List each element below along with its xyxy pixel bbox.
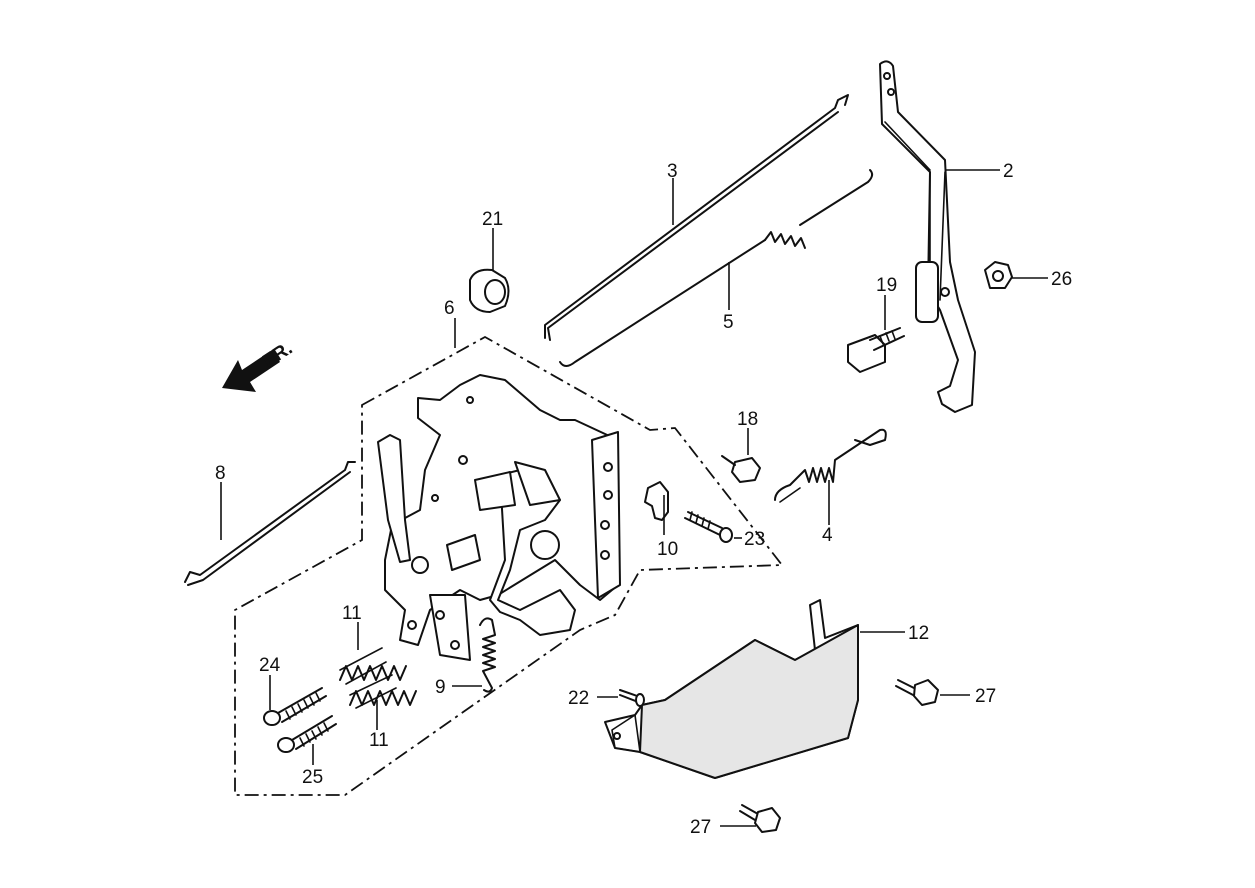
callout-3: 3: [667, 161, 678, 182]
callout-9: 9: [435, 677, 446, 698]
front-direction-arrow: FR.: [222, 338, 296, 392]
part-2-lever: [879, 60, 976, 413]
part-27-bolt-bottom: [739, 804, 781, 833]
part-5-rod-spring: [559, 169, 874, 367]
part-3-rod: [544, 94, 849, 341]
callout-8: 8: [215, 463, 226, 484]
leader-lines: [220, 169, 1048, 827]
callout-10: 10: [657, 539, 678, 560]
part-21-clamp: [469, 268, 510, 313]
assembly-outline: [234, 335, 784, 796]
callout-24: 24: [259, 655, 281, 676]
part-10-clip: [644, 481, 669, 521]
callout-22: 22: [568, 688, 589, 709]
part-19-bolt: [847, 327, 905, 373]
callout-4: 4: [822, 525, 833, 546]
part-6-control-plate: [377, 374, 621, 661]
callout-11-upper: 11: [342, 603, 362, 624]
front-arrow-icon: [222, 350, 280, 392]
callout-26: 26: [1051, 269, 1072, 290]
callout-12: 12: [908, 623, 929, 644]
part-11-spring-upper: [339, 647, 407, 685]
part-25-screw: [277, 715, 337, 753]
callout-5: 5: [723, 312, 734, 333]
part-12-cover: [604, 599, 859, 779]
part-18-bolt: [721, 455, 761, 483]
part-22-screw: [619, 689, 645, 707]
callout-19: 19: [876, 275, 897, 296]
part-8-rod: [184, 461, 356, 586]
callout-21: 21: [482, 209, 503, 230]
part-11-spring-lower: [349, 674, 417, 709]
callout-27-bottom: 27: [690, 817, 711, 838]
callout-23: 23: [744, 529, 765, 550]
part-4-spring: [774, 428, 887, 503]
part-9-spring: [479, 617, 496, 693]
part-26-nut: [984, 261, 1013, 289]
callout-2: 2: [1003, 161, 1014, 182]
part-23-screw: [684, 511, 733, 543]
callout-11-lower: 11: [369, 730, 389, 751]
part-27-bolt-right: [895, 679, 939, 706]
part-24-screw: [263, 687, 327, 726]
callout-numbers: 2 3 4 5 6 8 9 10 11 11 12 18 19 21 22 23…: [215, 161, 1072, 838]
callout-27-right: 27: [975, 686, 996, 707]
callout-6: 6: [444, 298, 455, 319]
callout-18: 18: [737, 409, 758, 430]
callout-25: 25: [302, 767, 323, 788]
